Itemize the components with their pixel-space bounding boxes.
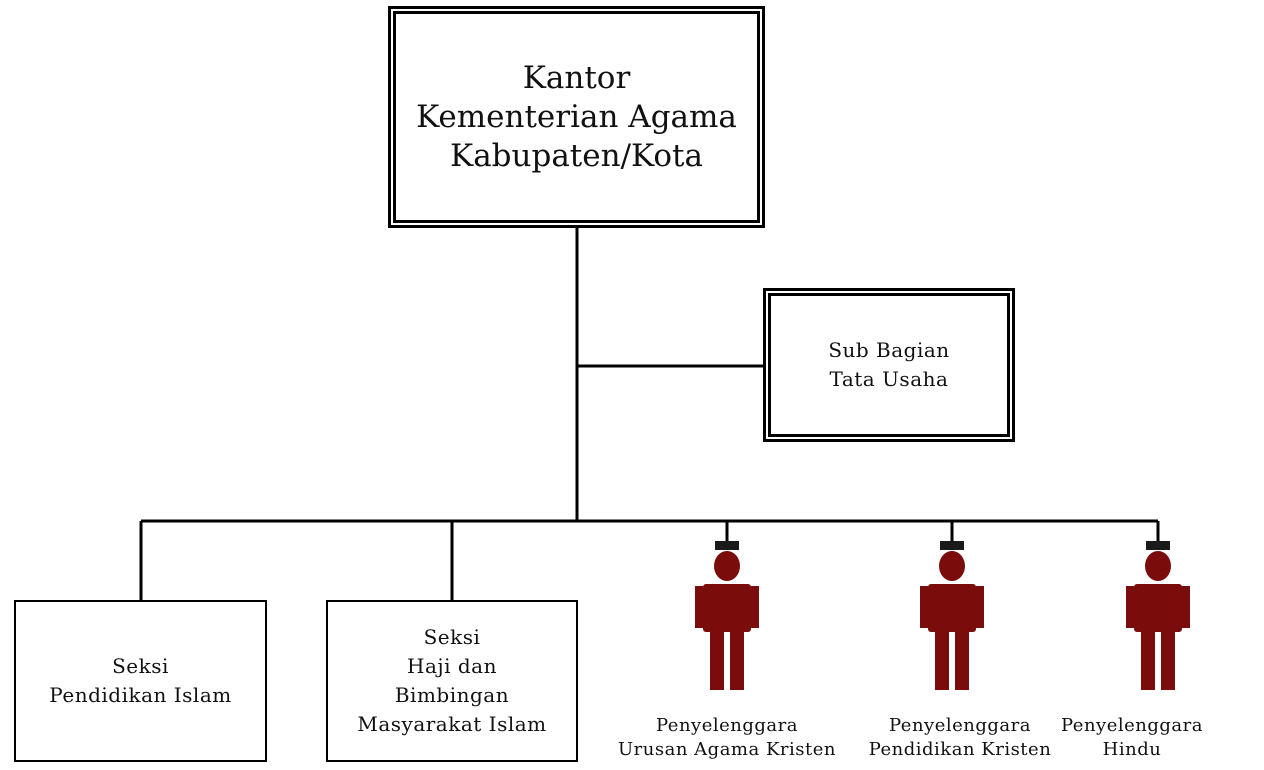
- seksi-haji-label: Seksi Haji dan Bimbingan Masyarakat Isla…: [357, 625, 547, 736]
- kantor-kemenag-label: Kantor Kementerian Agama Kabupaten/Kota: [416, 59, 737, 174]
- sub-bagian-tata-usaha-box: Sub Bagian Tata Usaha: [763, 288, 1015, 442]
- seksi-pendidikan-islam-label: Seksi Pendidikan Islam: [49, 654, 232, 707]
- person-icon: [1126, 541, 1190, 690]
- kantor-kemenag-box: Kantor Kementerian Agama Kabupaten/Kota: [388, 6, 765, 228]
- person-icon: [920, 541, 984, 690]
- penyelenggara-urusan-agama-kristen-label: Penyelenggara Urusan Agama Kristen: [618, 715, 836, 760]
- penyelenggara-hindu-label: Penyelenggara Hindu: [1061, 715, 1203, 760]
- sub-bagian-tata-usaha-label: Sub Bagian Tata Usaha: [828, 338, 950, 391]
- penyelenggara-pendidikan-kristen-label: Penyelenggara Pendidikan Kristen: [868, 715, 1052, 760]
- person-icon: [695, 541, 759, 690]
- seksi-pendidikan-islam-box: Seksi Pendidikan Islam: [14, 600, 267, 762]
- seksi-haji-box: Seksi Haji dan Bimbingan Masyarakat Isla…: [326, 600, 578, 762]
